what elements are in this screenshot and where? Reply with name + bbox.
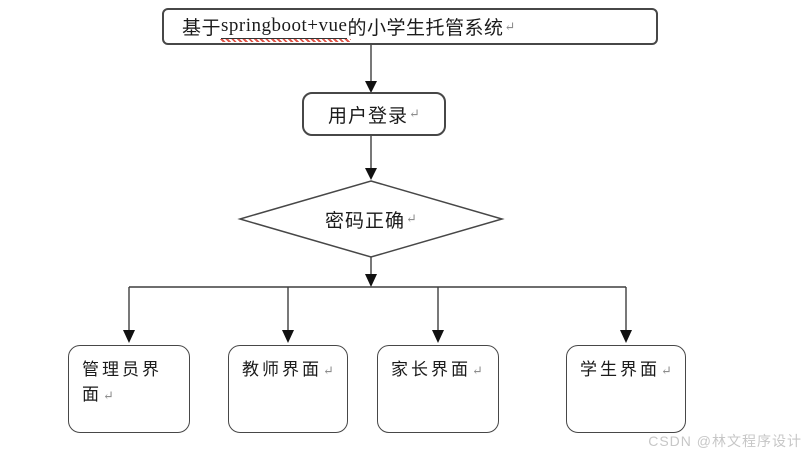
admin-ui-label: 管理员界面	[82, 360, 162, 404]
paragraph-return-icon: ↵	[103, 388, 114, 403]
student-ui-label: 学生界面	[580, 360, 660, 379]
paragraph-return-icon: ↵	[406, 211, 417, 226]
paragraph-return-icon: ↵	[661, 363, 672, 378]
parent-ui-label: 家长界面	[391, 360, 471, 379]
title-text-suffix: 的小学生托管系统	[347, 18, 504, 39]
node-student-ui: 学生界面↵	[566, 345, 686, 433]
node-title: 基于 springboot+vue 的小学生托管系统↵	[162, 8, 658, 45]
login-label: 用户登录	[328, 105, 409, 127]
arrowhead-down-icon	[620, 330, 632, 343]
node-admin-ui: 管理员界面↵	[68, 345, 190, 433]
title-text-prefix: 基于	[182, 18, 222, 39]
arrowhead-down-icon	[365, 274, 377, 287]
node-teacher-ui: 教师界面↵	[228, 345, 348, 433]
arrowhead-down-icon	[282, 330, 294, 343]
paragraph-return-icon: ↵	[472, 363, 483, 378]
paragraph-return-icon: ↵	[323, 363, 334, 378]
arrowhead-down-icon	[365, 81, 377, 93]
arrowhead-down-icon	[123, 330, 135, 343]
teacher-ui-label: 教师界面	[242, 360, 322, 379]
paragraph-return-icon: ↵	[409, 106, 420, 121]
watermark: CSDN @林文程序设计	[648, 433, 802, 449]
paragraph-return-icon: ↵	[504, 18, 516, 34]
title-keyword: springboot+vue	[220, 15, 352, 42]
decision-label: 密码正确↵	[240, 200, 502, 238]
node-user-login: 用户登录↵	[302, 92, 446, 136]
decision-text: 密码正确	[325, 210, 406, 232]
arrowhead-down-icon	[365, 168, 377, 180]
node-parent-ui: 家长界面↵	[377, 345, 499, 433]
arrowhead-down-icon	[432, 330, 444, 343]
